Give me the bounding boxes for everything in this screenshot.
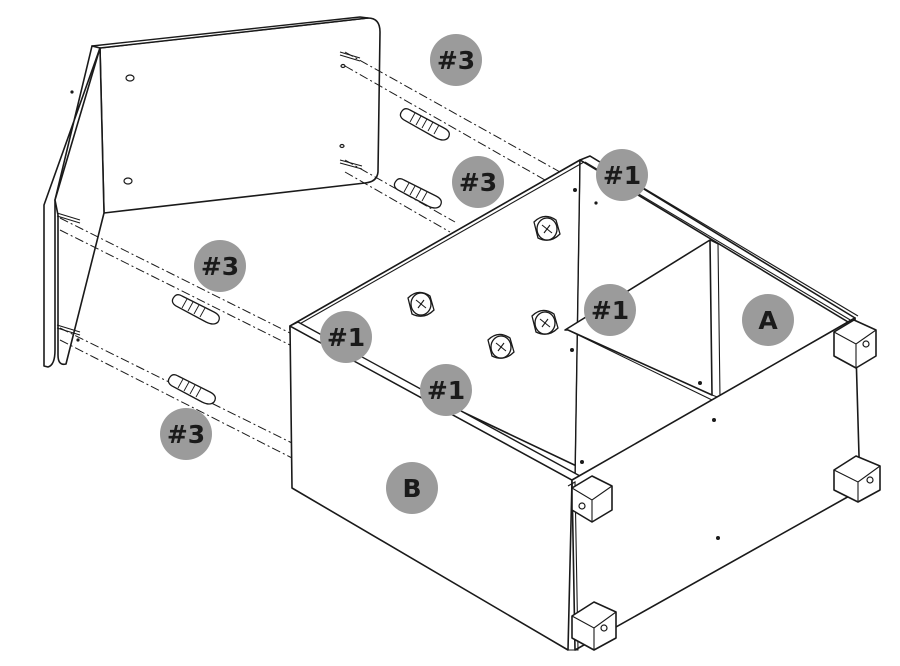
label-cam-mid-right: #1 <box>584 284 636 336</box>
dowel-top-2 <box>393 178 442 209</box>
dowel-left-1 <box>171 294 220 325</box>
label-cam-left: #1 <box>320 311 372 363</box>
label-panel-a: A <box>742 294 794 346</box>
foot-block-front-left <box>571 475 613 523</box>
label-text: #3 <box>437 46 475 75</box>
label-dowel-left-bottom: #3 <box>160 408 212 460</box>
cam-lock-4 <box>531 309 559 335</box>
label-text: #3 <box>167 420 205 449</box>
label-dowel-mid: #3 <box>452 156 504 208</box>
label-text: #1 <box>591 296 629 325</box>
label-text: #1 <box>603 161 641 190</box>
label-text: #3 <box>201 252 239 281</box>
label-text: #3 <box>459 168 497 197</box>
label-dowel-left-top: #3 <box>194 240 246 292</box>
cam-lock-1 <box>407 291 435 317</box>
label-text: #1 <box>327 323 365 352</box>
foot-block-back-right <box>833 319 877 369</box>
label-text: B <box>402 474 421 503</box>
back-panel <box>43 16 381 368</box>
dowel-top-1 <box>399 108 450 141</box>
label-cam-bottom: #1 <box>420 364 472 416</box>
foot-block-right <box>833 455 881 503</box>
label-panel-b: B <box>386 462 438 514</box>
dowel-left-2 <box>167 374 216 405</box>
label-cam-top-right: #1 <box>596 149 648 201</box>
cam-lock-2 <box>533 215 561 241</box>
main-cabinet-box <box>289 155 861 651</box>
label-dowel-top: #3 <box>430 34 482 86</box>
label-text: A <box>758 306 778 335</box>
cam-lock-3 <box>487 333 515 359</box>
foot-block-front-bottom <box>571 601 617 651</box>
label-text: #1 <box>427 376 465 405</box>
